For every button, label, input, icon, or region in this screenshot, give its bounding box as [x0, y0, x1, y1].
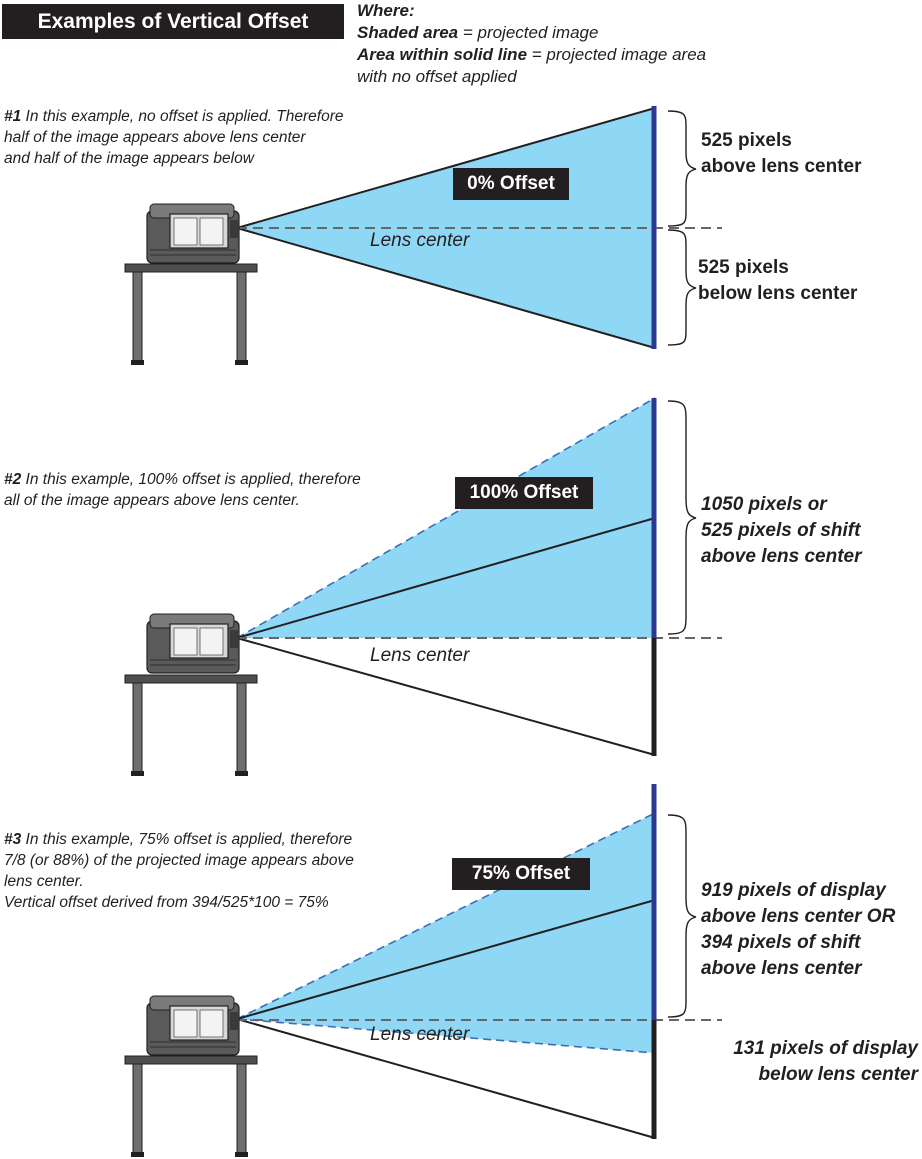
note-line: 525 pixels [698, 257, 789, 278]
shifted-lower-edge [236, 1018, 656, 1054]
legend-solid-term: Area within solid line [357, 45, 528, 64]
example-2-description: #2 In this example, 100% offset is appli… [4, 469, 361, 511]
note-line: above lens center [701, 156, 862, 177]
page-title: Examples of Vertical Offset [2, 4, 344, 39]
above-lens-note: 1050 pixels or 525 pixels of shift above… [701, 492, 862, 570]
legend-shaded-term: Shaded area [357, 23, 459, 42]
note-line: 525 pixels [701, 130, 792, 151]
legend: Where: Shaded area = projected image Are… [357, 0, 706, 88]
note-line: 919 pixels of display [701, 880, 886, 901]
note-line: 394 pixels of shift [701, 932, 861, 953]
example-3-description: #3 In this example, 75% offset is applie… [4, 829, 354, 913]
description-line: Vertical offset derived from 394/525*100… [4, 894, 329, 911]
projector [146, 613, 240, 674]
lens-center-label: Lens center [370, 645, 470, 666]
legend-solid: Area within solid line = projected image… [357, 44, 706, 66]
description-line: all of the image appears above lens cent… [4, 492, 300, 509]
description-line: In this example, 75% offset is applied, … [21, 831, 353, 848]
description-line: In this example, 100% offset is applied,… [21, 471, 361, 488]
below-lens-note: 525 pixels below lens center [698, 255, 857, 307]
note-line: 525 pixels of shift [701, 520, 861, 541]
legend-solid-def: = projected image area [527, 45, 707, 64]
description-line: 7/8 (or 88%) of the projected image appe… [4, 852, 354, 869]
note-line: above lens center [701, 958, 862, 979]
beam-lower-edge [236, 227, 656, 349]
legend-solid-cont: with no offset applied [357, 67, 517, 86]
note-line: below lens center [758, 1064, 918, 1085]
offset-badge: 75% Offset [452, 858, 590, 890]
offset-badge: 0% Offset [453, 168, 569, 200]
projector [146, 203, 240, 264]
description-line: half of the image appears above lens cen… [4, 129, 306, 146]
example-1-description: #1 In this example, no offset is applied… [4, 106, 343, 169]
beam-upper-edge [236, 107, 656, 229]
projector-table [124, 1055, 258, 1158]
example-number: #1 [4, 108, 22, 125]
above-lens-note: 525 pixels above lens center [701, 128, 862, 180]
example-number: #3 [4, 831, 22, 848]
below-lens-note: 131 pixels of display below lens center [733, 1036, 918, 1088]
lens-center-label: Lens center [370, 1024, 470, 1045]
beam-lower-edge [236, 637, 656, 756]
note-line: above lens center OR [701, 906, 896, 927]
note-line: 1050 pixels or [701, 494, 827, 515]
projector-table [124, 674, 258, 777]
above-lens-note: 919 pixels of display above lens center … [701, 878, 895, 982]
offset-badge: 100% Offset [455, 477, 593, 509]
shifted-upper-edge [236, 397, 656, 639]
beam-lower-edge [236, 1018, 656, 1139]
legend-heading: Where: [357, 1, 415, 20]
brace-above [667, 814, 697, 1018]
beam-upper-edge [236, 899, 656, 1020]
note-line: below lens center [698, 283, 858, 304]
description-line: lens center. [4, 873, 84, 890]
legend-shaded-def: = projected image [458, 23, 599, 42]
brace-above [667, 110, 697, 227]
legend-shaded: Shaded area = projected image [357, 22, 706, 44]
beam-upper-edge [236, 517, 656, 639]
brace-above [667, 400, 697, 635]
description-line: and half of the image appears below [4, 150, 254, 167]
note-line: 131 pixels of display [733, 1038, 918, 1059]
brace-below [667, 229, 697, 346]
example-number: #2 [4, 471, 22, 488]
projector-table [124, 263, 258, 366]
lens-center-label: Lens center [370, 230, 470, 251]
projector [146, 995, 240, 1056]
description-line: In this example, no offset is applied. T… [21, 108, 344, 125]
note-line: above lens center [701, 546, 862, 567]
example-2-drawing [124, 397, 722, 777]
